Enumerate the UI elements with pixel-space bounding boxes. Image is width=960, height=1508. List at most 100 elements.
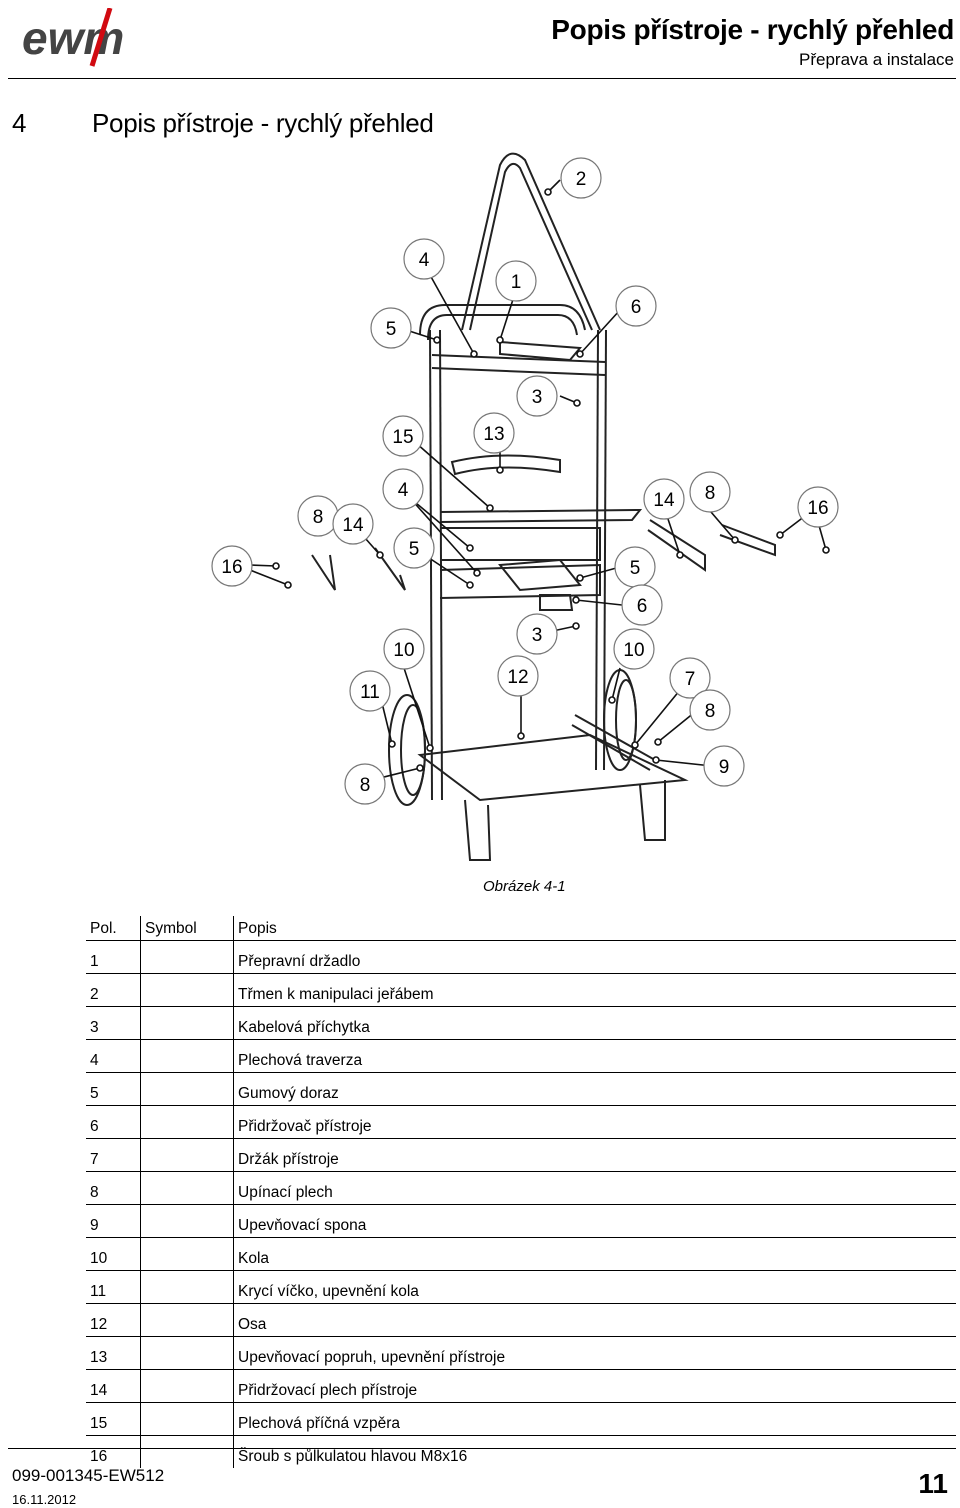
- row-pos: 4: [86, 1039, 141, 1073]
- callout-5: 5: [370, 307, 412, 349]
- svg-text:10: 10: [623, 640, 644, 661]
- svg-text:14: 14: [653, 490, 675, 511]
- header-divider: [8, 78, 956, 79]
- row-desc: Upevňovací popruh, upevnění přístroje: [233, 1336, 956, 1370]
- table-row: 13 Upevňovací popruh, upevnění přístroje: [86, 1336, 956, 1370]
- callout-8b: 8: [689, 471, 731, 513]
- table-row: 12 Osa: [86, 1303, 956, 1337]
- svg-text:8: 8: [705, 701, 716, 722]
- svg-text:15: 15: [392, 427, 413, 448]
- svg-text:14: 14: [342, 515, 364, 536]
- header-title: Popis přístroje - rychlý přehled: [551, 14, 954, 45]
- table-row: 3 Kabelová příchytka: [86, 1006, 956, 1040]
- figure-caption: Obrázek 4-1: [483, 878, 566, 895]
- row-pos: 12: [86, 1303, 141, 1337]
- svg-text:11: 11: [360, 682, 380, 703]
- table-row: 11 Krycí víčko, upevnění kola: [86, 1270, 956, 1304]
- svg-text:3: 3: [532, 625, 543, 646]
- svg-text:4: 4: [398, 480, 409, 501]
- svg-text:3: 3: [532, 387, 543, 408]
- callout-14: 14: [332, 503, 374, 545]
- svg-text:6: 6: [637, 596, 648, 617]
- row-desc: Krycí víčko, upevnění kola: [233, 1270, 956, 1304]
- callout-5c: 5: [614, 546, 656, 588]
- svg-text:7: 7: [685, 669, 696, 690]
- row-pos: 14: [86, 1369, 141, 1403]
- callout-5b: 5: [393, 527, 435, 569]
- row-pos: 11: [86, 1270, 141, 1304]
- section-title: Popis přístroje - rychlý přehled: [92, 108, 434, 138]
- svg-text:10: 10: [393, 640, 414, 661]
- svg-text:2: 2: [576, 169, 587, 190]
- callout-8d: 8: [344, 763, 386, 805]
- row-pos: 6: [86, 1105, 141, 1139]
- row-symbol: [140, 1138, 234, 1172]
- row-symbol: [140, 1171, 234, 1205]
- callout-3b: 3: [516, 613, 558, 655]
- row-desc: Přidržovací plech přístroje: [233, 1369, 956, 1403]
- callout-15: 15: [382, 415, 424, 457]
- row-symbol: [140, 1072, 234, 1106]
- callout-8c: 8: [689, 689, 731, 731]
- header-desc: Popis: [238, 920, 277, 937]
- row-desc: Třmen k manipulaci jeřábem: [233, 973, 956, 1007]
- callout-12: 12: [497, 655, 539, 697]
- svg-text:13: 13: [483, 424, 504, 445]
- footer-divider: [8, 1448, 956, 1449]
- row-symbol: [140, 1402, 234, 1436]
- ewm-logo: ewm: [22, 8, 124, 67]
- header-subtitle: Přeprava a instalace: [799, 50, 954, 69]
- row-symbol: [140, 973, 234, 1007]
- row-pos: 1: [86, 940, 141, 974]
- row-desc: Plechová příčná vzpěra: [233, 1402, 956, 1436]
- callout-16b: 16: [797, 486, 839, 528]
- row-symbol: [140, 1237, 234, 1271]
- row-desc: Přidržovač přístroje: [233, 1105, 956, 1139]
- row-symbol: [140, 1369, 234, 1403]
- row-symbol: [140, 1303, 234, 1337]
- svg-text:8: 8: [360, 775, 371, 796]
- callout-11: 11: [349, 670, 391, 712]
- callout-3: 3: [516, 375, 558, 417]
- callout-8: 8: [297, 495, 339, 537]
- row-pos: 3: [86, 1006, 141, 1040]
- svg-text:16: 16: [221, 557, 242, 578]
- row-pos: 7: [86, 1138, 141, 1172]
- row-pos: 16: [86, 1435, 141, 1468]
- row-symbol: [140, 1270, 234, 1304]
- header-symbol: Symbol: [140, 916, 234, 941]
- callout-9: 9: [703, 745, 745, 787]
- callout-10b: 10: [613, 628, 655, 670]
- row-pos: 13: [86, 1336, 141, 1370]
- row-desc: Kabelová příchytka: [233, 1006, 956, 1040]
- callout-6: 6: [615, 285, 657, 327]
- row-desc: Upínací plech: [233, 1171, 956, 1205]
- callout-4b: 4: [382, 468, 424, 510]
- svg-text:5: 5: [409, 539, 420, 560]
- row-symbol: [140, 1006, 234, 1040]
- doc-date: 16.11.2012: [12, 1492, 77, 1507]
- row-desc: Osa: [233, 1303, 956, 1337]
- row-pos: 9: [86, 1204, 141, 1238]
- callout-10: 10: [383, 628, 425, 670]
- section-number: 4: [12, 108, 27, 138]
- callout-6b: 6: [621, 584, 663, 626]
- row-symbol: [140, 1105, 234, 1139]
- doc-number: 099-001345-EW512: [12, 1466, 165, 1485]
- svg-text:8: 8: [705, 483, 716, 504]
- svg-text:5: 5: [386, 319, 397, 340]
- row-symbol: [140, 1204, 234, 1238]
- row-desc: Kola: [233, 1237, 956, 1271]
- callout-7: 7: [669, 657, 711, 699]
- row-desc: Šroub s půlkulatou hlavou M8x16: [233, 1435, 956, 1468]
- header-pos: Pol.: [90, 920, 117, 937]
- callout-14b: 14: [643, 478, 685, 520]
